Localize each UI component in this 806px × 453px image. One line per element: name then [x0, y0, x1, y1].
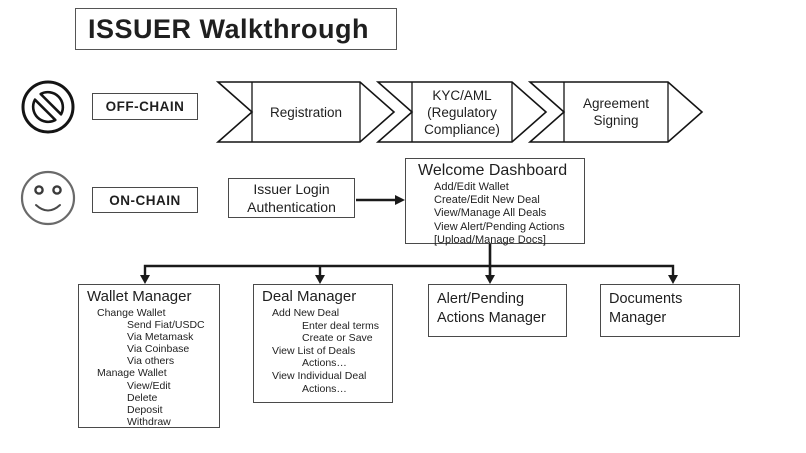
- dashboard-item: View Alert/Pending Actions: [434, 220, 565, 233]
- documents-manager-title: Documents Manager: [609, 291, 683, 326]
- on-chain-text: ON-CHAIN: [109, 192, 181, 208]
- deal-manager-title: Deal Manager: [262, 288, 357, 305]
- wallet-manager-title: Wallet Manager: [87, 288, 192, 305]
- process-step-kyc-aml: KYC/AML (Regulatory Compliance): [424, 87, 500, 137]
- lane-label-on-chain: ON-CHAIN: [92, 187, 198, 213]
- deal-item: View Individual Deal: [272, 369, 367, 382]
- deal-item: Enter deal terms: [302, 319, 380, 332]
- dashboard-item: Create/Edit New Deal: [434, 194, 540, 207]
- no-entry-icon: [21, 80, 75, 134]
- dashboard-tree-connector: [140, 244, 678, 284]
- wallet-item: Via others: [127, 355, 175, 368]
- dashboard-item-list: Add/Edit Wallet Create/Edit New Deal Vie…: [406, 181, 584, 247]
- smiley-face-icon: [20, 170, 76, 226]
- wallet-item: Send Fiat/USDC: [127, 319, 205, 332]
- welcome-dashboard-box: Welcome Dashboard Add/Edit Wallet Create…: [405, 158, 585, 247]
- wallet-item: Change Wallet: [97, 307, 166, 319]
- deal-item: Actions…: [302, 357, 347, 370]
- slide-title: ISSUER Walkthrough: [88, 13, 370, 44]
- issuer-login-box: Issuer Login Authentication: [228, 178, 355, 218]
- wallet-item: Delete: [127, 391, 158, 404]
- dashboard-title: Welcome Dashboard: [418, 162, 568, 179]
- alert-pending-actions-manager-box: Alert/Pending Actions Manager: [428, 284, 567, 337]
- wallet-item: Via Metamask: [127, 331, 194, 344]
- documents-manager-box: Documents Manager: [600, 284, 740, 337]
- arrowhead-wallet: [140, 275, 150, 284]
- wallet-item: Manage Wallet: [97, 367, 167, 380]
- lane-label-off-chain: OFF-CHAIN: [92, 93, 198, 120]
- deal-item: View List of Deals: [272, 344, 356, 357]
- slide-title-box: ISSUER Walkthrough: [75, 8, 397, 50]
- process-step-agreement-signing: Agreement Signing: [582, 96, 650, 128]
- dashboard-item: View/Manage All Deals: [434, 207, 547, 220]
- wallet-manager-items: Change Wallet Send Fiat/USDC Via Metamas…: [79, 307, 219, 428]
- wallet-item: Via Coinbase: [127, 343, 190, 356]
- deal-item: Add New Deal: [272, 307, 340, 319]
- wallet-manager-box: Wallet Manager Change Wallet Send Fiat/U…: [78, 284, 220, 428]
- process-chevrons: [215, 81, 704, 143]
- deal-manager-items: Add New Deal Enter deal terms Create or …: [254, 307, 392, 395]
- chevron-agreement: [527, 81, 704, 143]
- dashboard-item: [Upload/Manage Docs]: [434, 233, 546, 246]
- wallet-item: Withdraw: [127, 415, 171, 428]
- process-step-registration: Registration: [269, 104, 343, 120]
- deal-item: Actions…: [302, 382, 347, 395]
- wallet-item: Deposit: [127, 403, 163, 416]
- arrowhead-deal: [315, 275, 325, 284]
- deal-item: Create or Save: [302, 332, 373, 345]
- deal-manager-box: Deal Manager Add New Deal Enter deal ter…: [253, 284, 393, 403]
- arrowhead-documents: [668, 275, 678, 284]
- login-to-dashboard-arrow: [356, 195, 405, 205]
- off-chain-text: OFF-CHAIN: [105, 99, 185, 114]
- wallet-item: View/Edit: [127, 379, 171, 392]
- dashboard-item: Add/Edit Wallet: [434, 181, 509, 193]
- chevron-kyc: [375, 81, 548, 143]
- arrowhead-alert: [485, 275, 495, 284]
- chevron-registration: [215, 81, 396, 143]
- alert-manager-title: Alert/Pending Actions Manager: [437, 291, 546, 326]
